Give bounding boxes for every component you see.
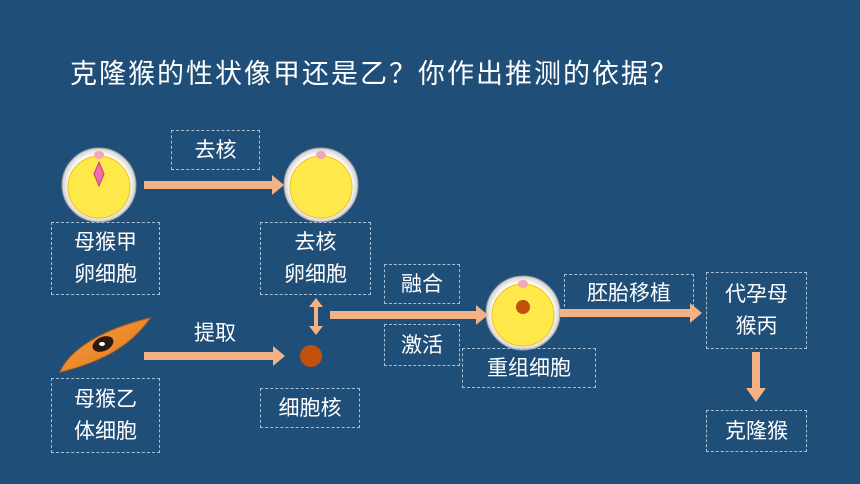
label-fusion-step: 融合 [384,264,460,304]
label-recombined-cell: 重组细胞 [462,348,596,388]
label-nucleus: 细胞核 [260,388,360,428]
egg-nucleus [93,160,105,188]
denucleated-egg-cell [283,147,359,223]
arrow-embryo-transfer [560,303,702,323]
arrow-fusion [330,305,488,325]
arrow-extract [144,346,285,366]
label-body-cell-b: 母猴乙 体细胞 [51,378,160,453]
label-egg-cell-a: 母猴甲 卵细胞 [51,222,160,295]
body-cell-b [59,317,152,373]
arrow-fusion-vertical [314,305,318,328]
label-embryo-transfer-step: 胚胎移植 [564,274,694,312]
arrow-denucleate [144,175,284,195]
label-activation-step: 激活 [384,324,460,366]
label-surrogate-monkey: 代孕母 猴丙 [706,272,807,349]
label-denucleated-egg: 去核 卵细胞 [260,222,371,295]
recombined-cell [485,275,561,351]
egg-cell-a [61,147,137,223]
recombined-nucleus [516,300,530,314]
page-title: 克隆猴的性状像甲还是乙？你作出推测的依据？ [70,59,679,90]
label-denucleate-step: 去核 [171,130,260,170]
arrow-birth [746,352,766,402]
arrow-up-head [309,298,323,307]
label-cloned-monkey: 克隆猴 [706,410,807,452]
arrow-down-head [309,326,323,335]
extracted-nucleus [300,345,322,367]
polar-body [518,280,528,288]
label-extract-step: 提取 [194,321,236,345]
polar-body [316,151,326,159]
polar-body [94,151,104,159]
